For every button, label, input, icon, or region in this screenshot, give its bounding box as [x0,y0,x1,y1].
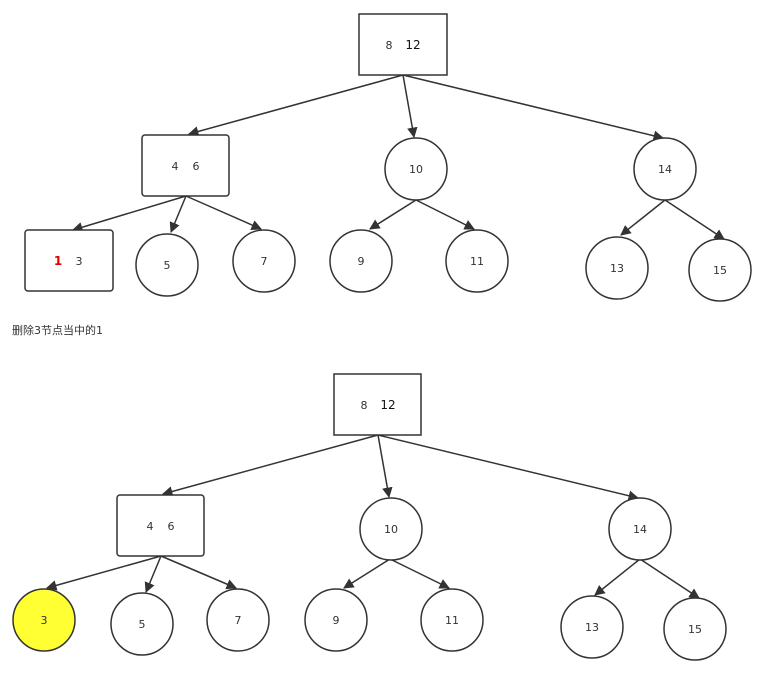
edge-mid-leaf-e [389,558,450,589]
node-leaf-c-key: 7 [235,614,242,627]
node-leaf-g-circle [663,597,727,661]
node-leaf-e: 11 [420,588,484,652]
edge-right-leaf-g [639,558,700,599]
node-root-key-2: 12 [380,398,395,412]
node-leaf-a: 3 [12,588,76,652]
node-leaf-b-key: 5 [139,618,146,631]
node-right-circle [608,497,672,561]
tree-after: 8 12 4 6 10 14 3 5 7 [12,373,727,661]
node-right: 14 [608,497,672,561]
node-root-key-2: 12 [405,38,420,52]
node-leaf-a-key: 3 [41,614,48,627]
node-left: 4 6 [141,134,230,197]
node-leaf-b-key: 5 [164,259,171,272]
edge-root-right [377,434,640,501]
edge-left-leaf-c [185,195,262,230]
caption-text: 删除3节点当中的1 [12,324,103,337]
edge-right-leaf-f [620,199,666,236]
edge-left-leaf-a [71,195,187,233]
node-right-key: 14 [658,163,672,176]
node-right: 14 [633,137,697,201]
node-right-circle [633,137,697,201]
node-left-box [141,134,230,197]
node-leaf-b-circle [135,233,199,297]
edge-root-mid [377,434,393,499]
node-mid: 10 [359,497,423,561]
node-leaf-f: 13 [585,236,649,300]
edge-left-leaf-c [160,555,237,590]
node-leaf-g-key: 15 [688,623,702,636]
node-leaf-f-circle [560,595,624,659]
node-leaf-b: 5 [110,592,174,656]
node-leaf-f: 13 [560,595,624,659]
node-left-box [116,494,205,557]
node-leaf-e-circle [445,229,509,293]
node-left: 4 6 [116,494,205,557]
node-mid-circle [384,137,448,201]
node-leaf-g-key: 15 [713,264,727,277]
node-leaf-a-key-2: 3 [76,255,83,268]
node-left-key-2: 6 [193,160,200,173]
node-root-box [358,13,448,76]
edge-mid-leaf-e [415,199,475,230]
node-right-key: 14 [633,523,647,536]
node-root-key-1: 8 [386,39,393,52]
node-leaf-a-box [24,229,114,292]
node-left-key-1: 4 [147,520,154,533]
node-leaf-e-key: 11 [470,255,484,268]
node-leaf-d-circle [304,588,368,652]
edge-root-mid [402,74,418,139]
edge-root-left [187,74,404,137]
node-root-key-1: 8 [361,399,368,412]
node-leaf-c-circle [206,588,270,652]
node-mid-key: 10 [384,523,398,536]
node-leaf-b-circle [110,592,174,656]
node-leaf-f-key: 13 [610,262,624,275]
node-leaf-g: 15 [688,238,752,302]
node-leaf-e-circle [420,588,484,652]
node-leaf-a: 1 3 [24,229,114,292]
edge-left-leaf-b [169,195,187,233]
edge-right-leaf-g [664,199,725,240]
node-leaf-d: 9 [304,588,368,652]
node-leaf-a-circle-highlight [12,588,76,652]
node-leaf-f-key: 13 [585,621,599,634]
node-leaf-g: 15 [663,597,727,661]
node-leaf-c: 7 [232,229,296,293]
node-leaf-d-circle [329,229,393,293]
node-mid-key: 10 [409,163,423,176]
node-root-box [333,373,422,436]
node-leaf-c-circle [232,229,296,293]
node-leaf-f-circle [585,236,649,300]
node-leaf-d-key: 9 [333,614,340,627]
node-leaf-b: 5 [135,233,199,297]
edge-root-right [402,74,665,141]
edge-left-leaf-a [45,555,162,591]
node-mid-circle [359,497,423,561]
node-leaf-c-key: 7 [261,255,268,268]
node-leaf-e: 11 [445,229,509,293]
edge-root-left [161,434,379,497]
node-root: 8 12 [333,373,422,436]
node-left-key-2: 6 [168,520,175,533]
node-root: 8 12 [358,13,448,76]
tree-before: 8 12 4 6 10 14 1 3 5 [24,13,752,302]
node-leaf-e-key: 11 [445,614,459,627]
node-left-key-1: 4 [172,160,179,173]
node-leaf-d-key: 9 [358,255,365,268]
edge-left-leaf-b [144,555,162,593]
edge-right-leaf-f [594,558,641,596]
node-mid: 10 [384,137,448,201]
node-leaf-d: 9 [329,229,393,293]
node-leaf-g-circle [688,238,752,302]
edge-mid-leaf-d [369,199,417,230]
node-leaf-a-key-1-highlight: 1 [54,254,62,268]
node-leaf-c: 7 [206,588,270,652]
edge-mid-leaf-d [343,558,391,589]
